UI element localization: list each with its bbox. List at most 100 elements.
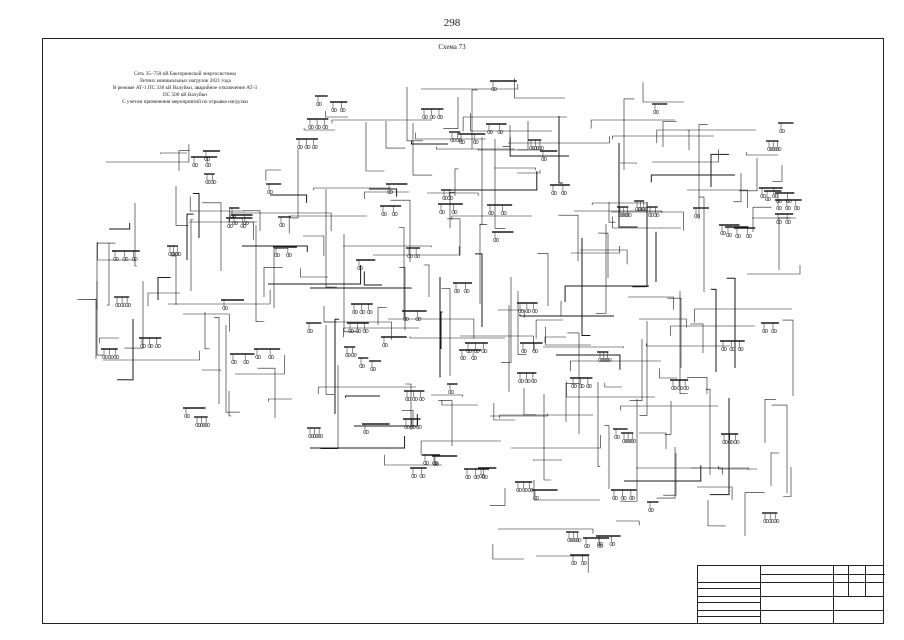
transformer-winding [622, 496, 627, 500]
transformer-winding [779, 129, 783, 133]
transformer-winding [465, 289, 470, 293]
transformer-winding [490, 211, 495, 215]
line-segment [690, 323, 704, 353]
substation [517, 302, 538, 313]
transformer-winding [319, 434, 324, 438]
transformer-winding [499, 130, 504, 134]
title-block-divider [760, 566, 761, 623]
substation [670, 379, 690, 390]
substation [381, 336, 407, 347]
transformer-winding [551, 191, 555, 195]
transformer-winding [785, 206, 789, 210]
transformer-winding [243, 360, 248, 364]
transformer-winding [206, 423, 211, 427]
line-segment [567, 332, 580, 434]
line-segment [498, 528, 594, 534]
line-segment [494, 139, 506, 229]
transformer-winding [673, 386, 678, 390]
line-segment [492, 544, 524, 560]
substation [464, 468, 490, 479]
transformer-winding [288, 253, 292, 257]
line-segment [471, 89, 478, 149]
line-segment [686, 377, 708, 394]
transformer-winding [419, 474, 424, 478]
transformer-winding [473, 356, 478, 360]
transformer-winding [527, 488, 532, 492]
line-segment [639, 318, 687, 328]
line-segment [663, 453, 677, 496]
transformer-winding [455, 138, 460, 142]
transformer-winding [614, 496, 619, 500]
transformer-winding [205, 180, 209, 184]
transformer-winding [448, 390, 452, 394]
transformer-winding [586, 544, 591, 548]
transformer-winding [117, 303, 122, 307]
line-segment [694, 308, 792, 323]
line-segment [778, 217, 791, 270]
line-segment [611, 211, 684, 231]
transformer-winding [125, 303, 129, 307]
transformer-winding [405, 397, 409, 401]
transformer-winding [113, 355, 118, 359]
diagram-caption: Сеть 35–750 кВ Бакгорюнской энергосистем… [100, 71, 270, 106]
substation [515, 481, 534, 492]
transformer-winding [671, 386, 675, 390]
line-segment [543, 346, 625, 348]
transformer-winding [524, 488, 528, 492]
line-segment [441, 288, 451, 376]
title-block-divider [865, 566, 866, 596]
line-segment [747, 265, 801, 275]
line-segment [440, 311, 443, 349]
title-block-row [698, 610, 883, 611]
transformer-winding [309, 329, 314, 333]
transformer-winding [765, 197, 769, 201]
line-segment [323, 306, 338, 323]
line-segment [687, 130, 690, 150]
transformer-winding [553, 191, 558, 195]
line-segment [500, 277, 512, 363]
transformer-winding [588, 384, 592, 388]
line-segment [106, 243, 110, 306]
transmission-lines [77, 78, 801, 573]
transformer-winding [521, 488, 526, 492]
transformer-winding [207, 180, 212, 184]
line-segment [427, 192, 479, 196]
line-segment [398, 227, 405, 318]
transformer-winding [171, 252, 176, 256]
substation [761, 322, 779, 333]
line-segment [620, 162, 637, 164]
transformer-winding [763, 519, 767, 523]
transformer-winding [107, 355, 112, 359]
transformer-winding [270, 355, 275, 359]
substation [266, 183, 282, 194]
transformer-winding [359, 310, 364, 314]
transformer-winding [785, 220, 789, 224]
line-segment [738, 158, 758, 192]
transformer-winding [620, 496, 625, 500]
substation [778, 122, 794, 133]
transformer-winding [524, 379, 529, 383]
transformer-winding [140, 344, 144, 348]
transformer-winding [724, 440, 729, 444]
transformer-winding [488, 211, 492, 215]
transformer-winding [186, 414, 191, 418]
transformer-winding [561, 191, 565, 195]
transformer-winding [631, 496, 635, 500]
substation [229, 207, 240, 218]
line-segment [618, 143, 638, 228]
line-segment [257, 367, 276, 418]
transformer-winding [306, 145, 311, 149]
line-segment [170, 255, 177, 305]
substation [611, 489, 637, 500]
transformer-winding [502, 211, 507, 215]
substation [465, 342, 488, 353]
line-segment [608, 202, 616, 223]
transformer-winding [573, 384, 578, 388]
transformer-winding [389, 190, 394, 194]
line-segment [746, 151, 778, 156]
transformer-winding [315, 125, 319, 129]
line-segment [623, 98, 635, 170]
transformer-winding [458, 138, 462, 142]
transformer-winding [573, 538, 578, 542]
transformer-winding [318, 102, 323, 106]
